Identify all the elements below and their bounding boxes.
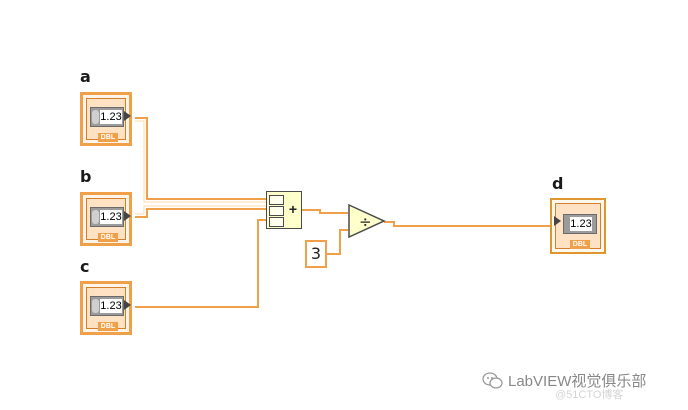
control-a-value: 1.23 [100,110,122,124]
datatype-tag: DBL [98,233,118,242]
wechat-icon [482,372,503,389]
input-terminal-icon [554,216,561,226]
wire-const [327,229,348,255]
label-d: d [552,174,564,193]
control-b[interactable]: 1.23 DBL [80,192,132,246]
wire-result [384,221,553,227]
datatype-tag: DBL [98,133,118,142]
control-c[interactable]: 1.23 DBL [80,281,132,335]
output-terminal-icon [124,211,131,221]
wire-c [135,219,266,308]
wire-sum [302,209,348,214]
increment-icon [92,299,99,313]
add-input-3 [269,217,284,227]
add-input-2 [269,206,284,216]
add-input-1 [269,195,284,205]
numeric-display: 1.23 [90,296,124,316]
label-b: b [80,167,92,186]
indicator-d[interactable]: 1.23 DBL [550,198,606,254]
output-terminal-icon [124,300,131,310]
indicator-d-value: 1.23 [570,217,592,231]
output-terminal-icon [124,111,131,121]
numeric-display: 1.23 [563,214,597,234]
control-b-value: 1.23 [100,210,122,224]
divide-node[interactable]: ÷ [348,204,386,238]
wire-b [135,208,266,218]
numeric-display: 1.23 [90,207,124,227]
label-a: a [80,67,91,86]
wire-a [135,117,266,200]
plus-icon: + [288,201,298,217]
label-c: c [80,257,90,276]
control-c-value: 1.23 [100,299,122,313]
increment-icon [92,210,99,224]
compound-add-node[interactable]: + [266,191,302,229]
faint-watermark: @51CTO博客 [555,389,624,401]
numeric-constant[interactable]: 3 [305,240,327,268]
divide-icon: ÷ [359,213,372,231]
watermark-text: LabVIEW视觉俱乐部 [508,373,647,390]
increment-icon [92,110,99,124]
datatype-tag: DBL [98,322,118,331]
control-a[interactable]: 1.23 DBL [80,92,132,146]
datatype-tag: DBL [570,240,590,249]
numeric-display: 1.23 [90,107,124,127]
